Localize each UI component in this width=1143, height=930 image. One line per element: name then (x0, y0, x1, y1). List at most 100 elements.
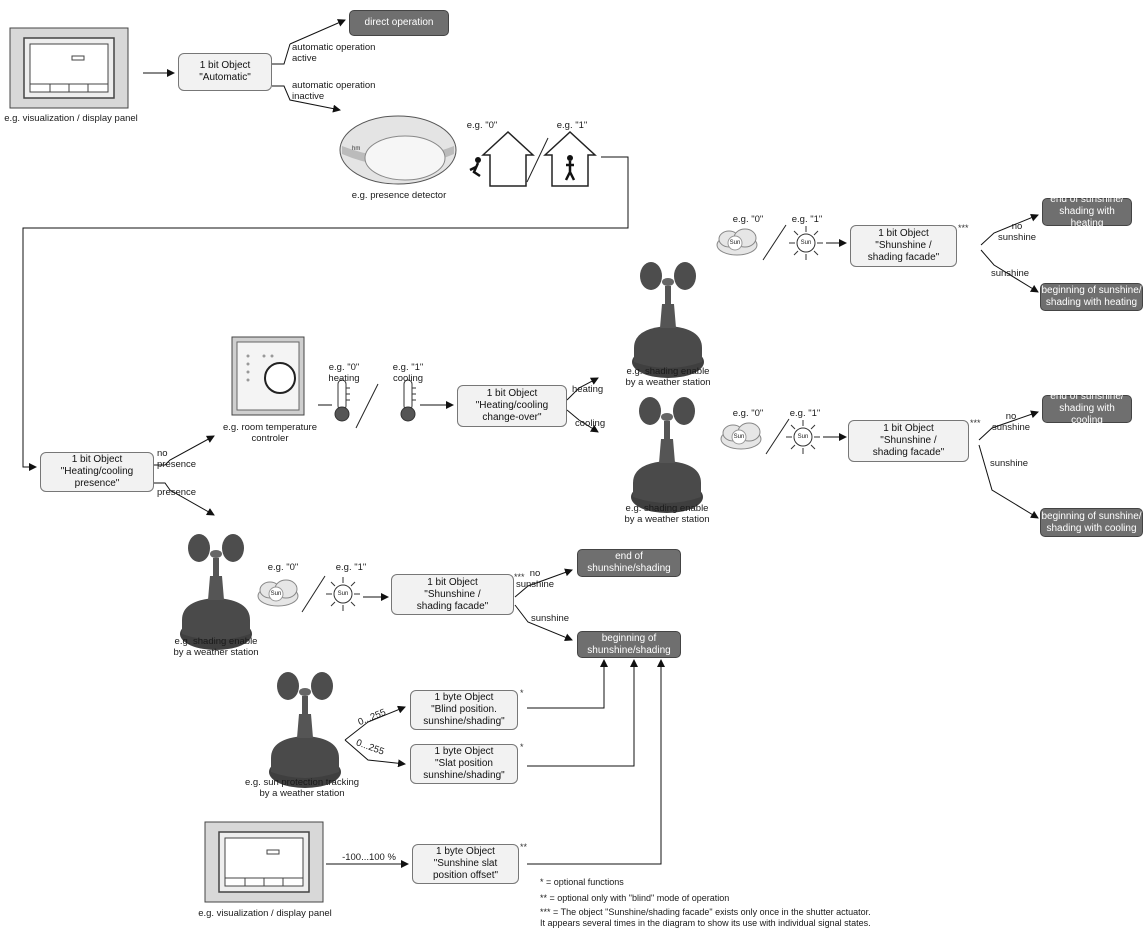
label-state-0-heating: e.g. "0" heating (328, 362, 360, 384)
label-no-sunshine: no sunshine (515, 568, 555, 590)
house-absent-icon (469, 130, 535, 187)
state-divider (762, 224, 787, 261)
label-sunshine: sunshine (990, 268, 1030, 279)
footnote-marker: *** (514, 572, 525, 582)
label-state-0: e.g. "0" (267, 562, 299, 573)
presence-detector-icon: hm (339, 115, 457, 185)
connector (154, 435, 215, 466)
connector (272, 43, 291, 65)
sun-icon-text: Sun (337, 591, 349, 597)
label-state-1: e.g. "1" (789, 408, 821, 419)
footnote-marker: *** (970, 418, 981, 428)
object-blind-position: 1 byte Object "Blind position. sunshine/… (410, 690, 518, 730)
sun-icon-text: Sun (800, 240, 812, 246)
connector (527, 659, 665, 865)
connector (272, 85, 341, 113)
state-divider (355, 383, 379, 429)
thermometer-heating-icon (334, 379, 351, 422)
footnote-marker: * (520, 688, 524, 698)
connector (566, 409, 599, 433)
object-sunshine-facade-presence: 1 bit Object "Shunshine / shading facade… (391, 574, 514, 615)
visualization-panel-bottom (204, 821, 324, 903)
output-end-shading: end of shunshine/shading (577, 549, 681, 577)
connector (154, 482, 215, 516)
label-state-1-cooling: e.g. "1" cooling (392, 362, 424, 384)
presence-loop-connector (22, 156, 629, 471)
state-divider (301, 575, 326, 613)
connector (978, 410, 1039, 441)
object-sunshine-facade-heating: 1 bit Object "Shunshine / shading facade… (850, 225, 957, 267)
object-sunshine-slat-offset: 1 byte Object "Sunshine slat position of… (412, 844, 519, 884)
footnote-marker: *** (958, 223, 969, 233)
weather-station-cooling-icon (631, 397, 703, 513)
caption-room-temperature: e.g. room temperature controler (223, 422, 317, 444)
label-heating-branch: heating (572, 384, 604, 395)
footnote-marker: * (520, 742, 524, 752)
label-range-offset: -100...100 % (342, 852, 396, 863)
object-sunshine-facade-cooling: 1 bit Object "Shunshine / shading facade… (848, 420, 969, 462)
connector (566, 377, 599, 401)
cloud-icon-text: Sun (270, 591, 282, 597)
caption-weather-presence: e.g. shading enable by a weather station (173, 636, 259, 658)
connector (980, 249, 1039, 293)
connector (344, 739, 406, 768)
output-end-cooling: end of sunshine/ shading with cooling (1042, 391, 1132, 426)
legend-blind-mode: ** = optional only with "blind" mode of … (540, 893, 730, 903)
state-divider (765, 418, 790, 455)
cloud-icon-text: Sun (729, 240, 741, 246)
weather-station-tracking-icon (269, 672, 341, 788)
legend-optional: * = optional functions (540, 877, 624, 887)
connector (527, 659, 638, 767)
house-present-icon (543, 130, 597, 187)
label-auto-active: automatic operation active (292, 42, 376, 64)
output-begin-cooling: beginning of sunshine/ shading with cool… (1040, 508, 1143, 537)
footnote-marker: ** (520, 842, 528, 852)
connector (289, 19, 346, 45)
state-divider (526, 137, 549, 183)
output-begin-shading: beginning of shunshine/shading (577, 631, 681, 658)
label-sunshine: sunshine (530, 613, 570, 624)
label-state-1: e.g. "1" (335, 562, 367, 573)
connector (978, 444, 1039, 519)
sun-icon-text: Sun (797, 434, 809, 440)
legend-facade-object: *** = The object "Sunshine/shading facad… (540, 907, 871, 928)
label-presence: presence (157, 487, 197, 498)
caption-visualization-bottom: e.g. visualization / display panel (198, 908, 332, 919)
connector (514, 568, 573, 598)
weather-station-heating-icon (632, 262, 704, 378)
label-no-presence: no presence (157, 448, 197, 470)
cloud-icon-text: Sun (733, 434, 745, 440)
object-heating-cooling-presence: 1 bit Object "Heating/cooling presence" (40, 452, 154, 492)
caption-weather-heating: e.g. shading enable by a weather station (625, 366, 711, 388)
label-sunshine: sunshine (989, 458, 1029, 469)
caption-presence-detector: e.g. presence detector (351, 190, 447, 201)
connector (980, 213, 1039, 246)
label-state-1: e.g. "1" (791, 214, 823, 225)
output-direct-operation: direct operation (349, 10, 449, 36)
output-end-heating: end of sunshine/ shading with heating (1042, 194, 1132, 229)
label-state-1: e.g. "1" (556, 120, 588, 131)
output-begin-heating: beginning of sunshine/ shading with heat… (1040, 283, 1143, 311)
caption-visualization-top: e.g. visualization / display panel (4, 113, 138, 124)
thermometer-cooling-icon (400, 379, 417, 422)
object-automatic: 1 bit Object "Automatic" (178, 53, 272, 91)
label-no-sunshine: no sunshine (991, 411, 1031, 433)
label-state-0: e.g. "0" (732, 408, 764, 419)
svg-text:hm: hm (352, 146, 360, 152)
connector (527, 659, 608, 709)
object-heating-cooling-changeover: 1 bit Object "Heating/cooling change-ove… (457, 385, 567, 427)
weather-station-presence-icon (180, 534, 252, 650)
label-state-0: e.g. "0" (466, 120, 498, 131)
label-no-sunshine: no sunshine (997, 221, 1037, 243)
connector (344, 705, 406, 741)
visualization-panel-top (9, 27, 129, 109)
label-state-0: e.g. "0" (732, 214, 764, 225)
caption-weather-cooling: e.g. shading enable by a weather station (624, 503, 710, 525)
caption-sun-tracking: e.g. sun protection tracking by a weathe… (244, 777, 360, 799)
label-auto-inactive: automatic operation inactive (292, 80, 376, 102)
object-slat-position: 1 byte Object "Slat position sunshine/sh… (410, 744, 518, 784)
label-cooling-branch: cooling (575, 418, 606, 429)
room-temperature-controller-icon (231, 336, 305, 416)
connector (514, 604, 573, 642)
